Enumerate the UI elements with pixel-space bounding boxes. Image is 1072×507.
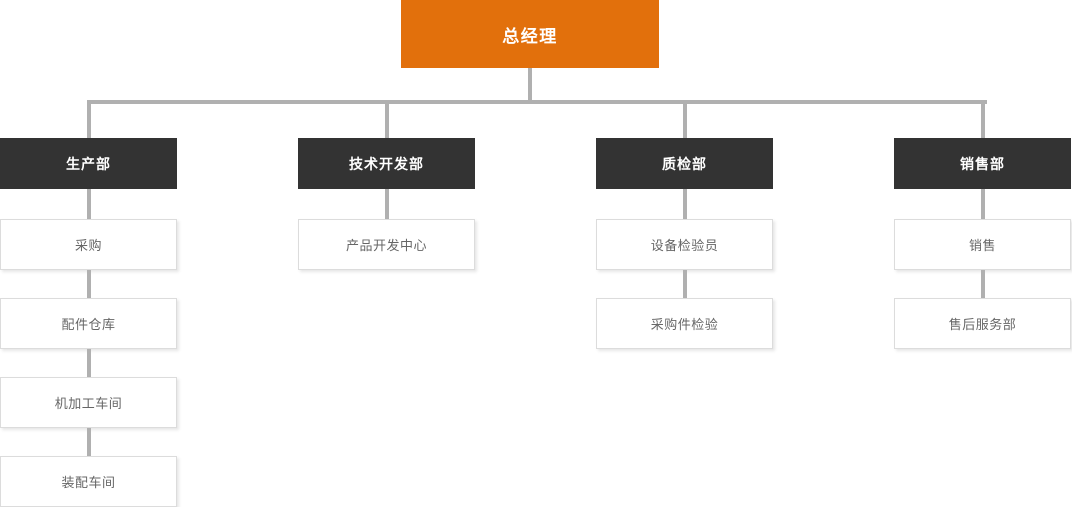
- node-leaf-equipment-inspector[interactable]: 设备检验员: [596, 219, 773, 270]
- node-leaf-parts-warehouse[interactable]: 配件仓库: [0, 298, 177, 349]
- node-leaf-after-sales-service-label: 售后服务部: [948, 317, 1017, 332]
- node-leaf-purchased-parts-inspection-label: 采购件检验: [650, 317, 719, 332]
- connector-production-to-child-3: [87, 349, 91, 377]
- connector-production-to-child-1: [87, 189, 91, 219]
- node-leaf-product-development-center[interactable]: 产品开发中心: [298, 219, 475, 270]
- node-leaf-assembly-workshop[interactable]: 装配车间: [0, 456, 177, 507]
- node-root-label: 总经理: [502, 26, 558, 46]
- node-leaf-after-sales-service[interactable]: 售后服务部: [894, 298, 1071, 349]
- connector-quality-to-child-1: [683, 189, 687, 219]
- connector-production-to-child-2: [87, 270, 91, 298]
- node-department-sales-label: 销售部: [960, 155, 1005, 172]
- node-leaf-machining-workshop-label: 机加工车间: [54, 396, 123, 411]
- connector-drop-quality: [683, 100, 687, 138]
- connector-production-to-child-4: [87, 428, 91, 456]
- node-leaf-assembly-workshop-label: 装配车间: [61, 475, 116, 490]
- connector-drop-sales: [981, 100, 985, 138]
- connector-drop-technical: [385, 100, 389, 138]
- node-leaf-equipment-inspector-label: 设备检验员: [650, 238, 719, 253]
- node-department-technical-development-label: 技术开发部: [349, 155, 424, 172]
- connector-sales-to-child-2: [981, 270, 985, 298]
- node-leaf-machining-workshop[interactable]: 机加工车间: [0, 377, 177, 428]
- connector-root-stem: [528, 68, 532, 104]
- node-department-technical-development[interactable]: 技术开发部: [298, 138, 475, 189]
- connector-quality-to-child-2: [683, 270, 687, 298]
- connector-drop-production: [87, 100, 91, 138]
- node-leaf-purchased-parts-inspection[interactable]: 采购件检验: [596, 298, 773, 349]
- node-department-quality-inspection-label: 质检部: [662, 155, 707, 172]
- connector-technical-to-child-1: [385, 189, 389, 219]
- node-leaf-purchasing[interactable]: 采购: [0, 219, 177, 270]
- connector-department-bus: [87, 100, 987, 104]
- node-department-production-label: 生产部: [66, 155, 111, 172]
- node-root-general-manager[interactable]: 总经理: [401, 0, 659, 68]
- node-leaf-product-development-center-label: 产品开发中心: [345, 238, 427, 253]
- node-leaf-sales[interactable]: 销售: [894, 219, 1071, 270]
- node-leaf-purchasing-label: 采购: [74, 238, 102, 253]
- node-department-production[interactable]: 生产部: [0, 138, 177, 189]
- node-leaf-sales-label: 销售: [968, 238, 996, 253]
- node-leaf-parts-warehouse-label: 配件仓库: [61, 317, 116, 332]
- node-department-sales[interactable]: 销售部: [894, 138, 1071, 189]
- node-department-quality-inspection[interactable]: 质检部: [596, 138, 773, 189]
- connector-sales-to-child-1: [981, 189, 985, 219]
